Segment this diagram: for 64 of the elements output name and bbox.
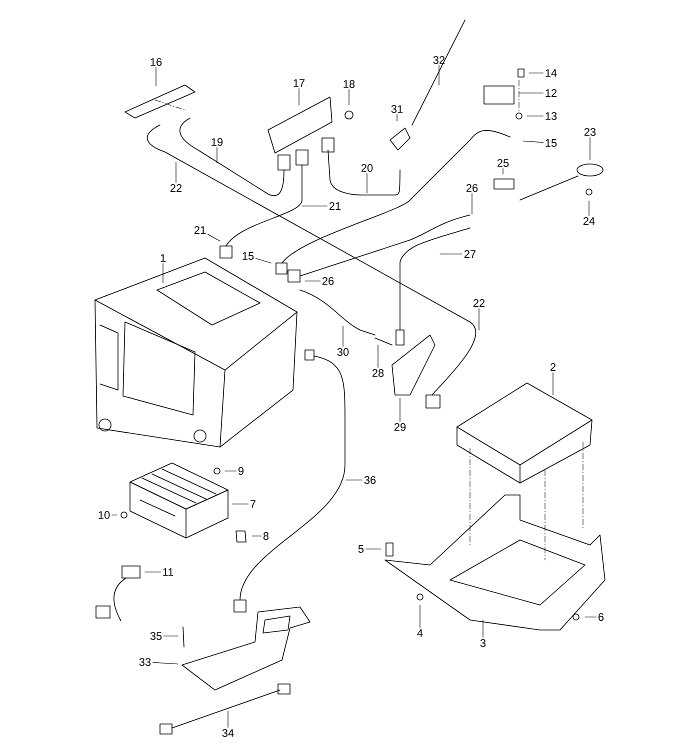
- callout-number: 16: [150, 58, 162, 66]
- callout-number: 34: [222, 729, 234, 737]
- leader-line: [502, 168, 504, 174]
- callout-number: 18: [344, 80, 355, 88]
- leader-line: [342, 326, 344, 347]
- callout-number: 30: [337, 348, 349, 356]
- callout-number: 14: [546, 69, 557, 77]
- leader-line: [528, 72, 544, 74]
- callout-number: 28: [372, 369, 384, 377]
- leader-line: [256, 258, 272, 264]
- callout-number: 3: [480, 639, 486, 647]
- callout-number: 19: [212, 138, 223, 146]
- callout-number: 31: [391, 105, 403, 113]
- leader-line: [112, 514, 118, 516]
- callout-number: 21: [194, 226, 206, 234]
- leader-line: [552, 372, 554, 396]
- callout-number: 9: [238, 467, 244, 475]
- leader-line: [208, 234, 220, 242]
- leader-line: [396, 114, 398, 122]
- leader-line: [304, 280, 320, 282]
- callout-number: 26: [466, 184, 478, 192]
- callout-number: 24: [583, 217, 595, 225]
- callout-number: 23: [584, 128, 596, 136]
- leader-line: [522, 140, 544, 143]
- leader-line: [478, 308, 480, 330]
- callout-number: 6: [598, 613, 604, 621]
- callout-number: 10: [98, 511, 110, 519]
- callout-number: 8: [263, 532, 269, 540]
- leader-line: [162, 263, 164, 284]
- callout-number: 27: [464, 250, 476, 258]
- callout-number: 17: [294, 79, 305, 87]
- callout-number: 36: [364, 476, 376, 484]
- leader-line: [348, 89, 350, 106]
- leader-line: [365, 548, 382, 550]
- leader-line: [584, 616, 597, 618]
- callout-number: 13: [546, 112, 557, 120]
- leader-line: [298, 88, 300, 106]
- callout-number: 21: [329, 202, 341, 210]
- callout-number: 32: [433, 56, 445, 64]
- leader-line: [224, 470, 237, 472]
- callout-number: 35: [150, 632, 162, 640]
- callout-number: 2: [550, 363, 556, 371]
- callout-number: 29: [394, 423, 406, 431]
- leader-line: [438, 65, 440, 86]
- leader-line: [518, 92, 544, 94]
- callout-number: 7: [250, 500, 256, 508]
- callout-number: 33: [139, 658, 151, 666]
- callout-number: 15: [546, 139, 557, 147]
- leader-line: [588, 200, 590, 216]
- callout-number: 15: [242, 252, 254, 260]
- callout-number: 1: [160, 254, 166, 262]
- callout-number: 5: [358, 545, 364, 553]
- callout-number: 26: [322, 277, 334, 285]
- leader-line: [216, 147, 218, 164]
- callout-number: 11: [163, 568, 174, 576]
- callout-number: 4: [417, 629, 423, 637]
- callout-number: 20: [361, 164, 373, 172]
- callout-number: 25: [497, 159, 509, 167]
- leader-line: [366, 173, 368, 194]
- callout-number: 22: [170, 184, 182, 192]
- callout-number: 12: [546, 89, 557, 97]
- callout-number: 22: [473, 299, 485, 307]
- leader-line: [152, 662, 178, 664]
- leader-line: [482, 620, 484, 638]
